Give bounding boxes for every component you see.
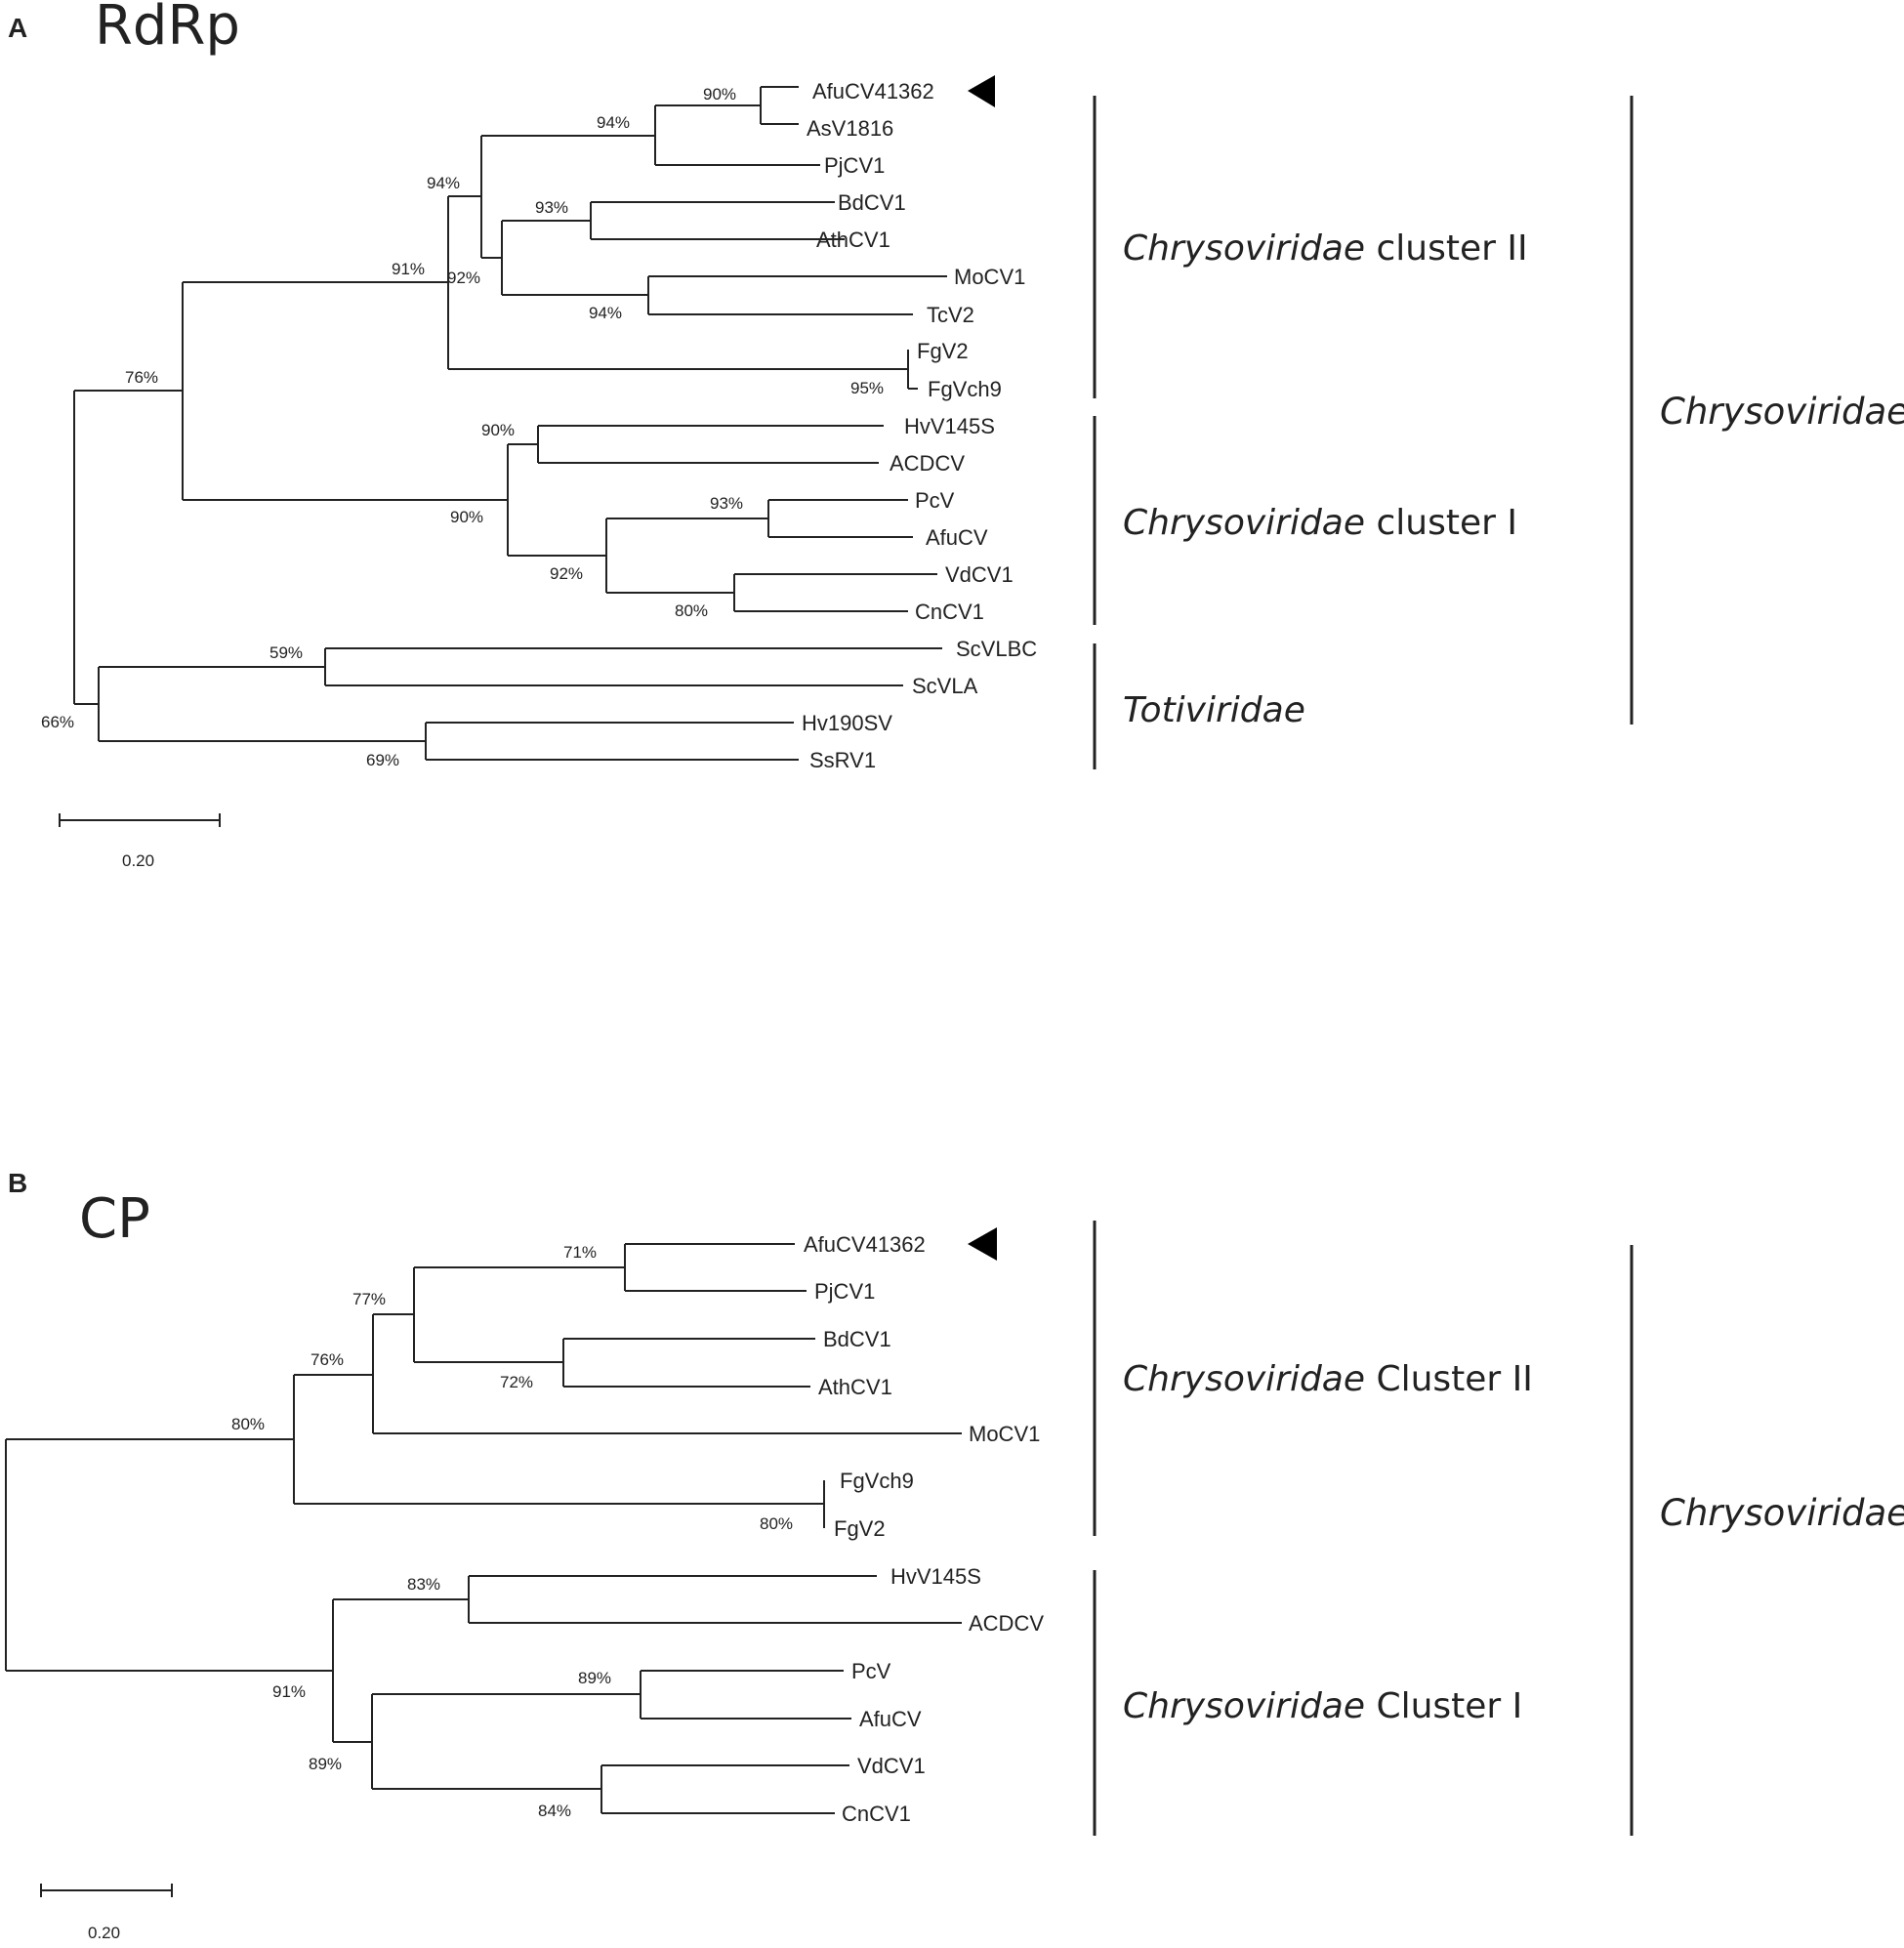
totiviridae-label: Totiviridae — [1123, 690, 1305, 730]
cluster-ii-family-name: Chrysoviridae — [1123, 1359, 1365, 1399]
panel-a-title: RdRp — [95, 0, 240, 58]
chrysoviridae-family-label: Chrysoviridae — [1660, 1492, 1904, 1534]
taxon-label: Hv190SV — [802, 711, 892, 735]
taxon-label: FgVch9 — [928, 377, 1002, 401]
taxon-label: AfuCV41362 — [804, 1232, 926, 1257]
cluster-ii-suffix: cluster II — [1365, 228, 1528, 269]
bootstrap-label: 84% — [538, 1802, 571, 1820]
bootstrap-label: 80% — [675, 601, 708, 620]
cluster-i-family-name: Chrysoviridae — [1123, 1686, 1365, 1726]
bootstrap-label: 71% — [563, 1243, 597, 1262]
panel-b: B CP — [5, 1168, 1904, 1942]
scale-bar-label: 0.20 — [122, 851, 154, 870]
bootstrap-label: 76% — [125, 368, 158, 387]
taxon-label: CnCV1 — [915, 600, 984, 624]
cluster-i-label: Chrysoviridae cluster I — [1123, 503, 1517, 543]
panel-b-tree-branches — [5, 1243, 962, 1814]
bootstrap-label: 72% — [500, 1373, 533, 1391]
taxon-label: FgV2 — [834, 1516, 886, 1541]
panel-b-clade-annotations: Chrysoviridae Cluster II Chrysoviridae C… — [1093, 1221, 1904, 1836]
taxon-label: SsRV1 — [809, 748, 876, 772]
bootstrap-label: 94% — [597, 113, 630, 132]
bootstrap-label: 83% — [407, 1575, 440, 1594]
panel-b-title: CP — [79, 1187, 150, 1251]
taxon-label: BdCV1 — [838, 190, 906, 215]
taxon-label: ScVLA — [912, 674, 978, 698]
bootstrap-label: 77% — [352, 1290, 386, 1308]
taxon-label: AfuCV — [926, 525, 988, 550]
taxon-label: MoCV1 — [954, 265, 1025, 289]
panel-a-scale-bar: 0.20 — [59, 813, 221, 870]
taxon-label: ScVLBC — [956, 637, 1037, 661]
panel-a-letter: A — [8, 13, 27, 43]
bootstrap-label: 92% — [447, 269, 480, 287]
bootstrap-label: 80% — [231, 1415, 265, 1433]
panel-b-scale-bar: 0.20 — [40, 1884, 173, 1942]
taxon-label: MoCV1 — [969, 1422, 1040, 1446]
black-left-pointing-triangle-icon — [968, 75, 995, 107]
bootstrap-label: 89% — [309, 1755, 342, 1773]
bootstrap-label: 89% — [578, 1669, 611, 1687]
cluster-ii-label: Chrysoviridae cluster II — [1123, 228, 1528, 269]
panel-b-taxon-labels: AfuCV41362 PjCV1 BdCV1 AthCV1 MoCV1 FgVc… — [804, 1232, 1044, 1826]
taxon-label: TcV2 — [927, 303, 974, 327]
cluster-ii-family-name: Chrysoviridae — [1123, 228, 1365, 269]
taxon-label: CnCV1 — [842, 1802, 911, 1826]
taxon-label: PjCV1 — [824, 153, 885, 178]
scale-bar-line — [59, 813, 221, 827]
cluster-i-label: Chrysoviridae Cluster I — [1123, 1686, 1522, 1726]
chrysoviridae-family-label: Chrysoviridae — [1660, 391, 1904, 433]
panel-a-clade-annotations: Chrysoviridae cluster II Chrysoviridae c… — [1093, 96, 1904, 769]
cluster-i-suffix: cluster I — [1365, 503, 1517, 543]
taxon-label: ACDCV — [969, 1611, 1044, 1636]
black-left-pointing-triangle-icon — [968, 1227, 997, 1261]
taxon-label: BdCV1 — [823, 1327, 891, 1351]
taxon-label: AsV1816 — [807, 116, 893, 141]
bootstrap-label: 93% — [535, 198, 568, 217]
panel-b-bootstrap-values: 71% 77% 72% 76% 80% 80% 83% 91% 89% 89% … — [231, 1243, 793, 1820]
panel-b-letter: B — [8, 1168, 27, 1198]
bootstrap-label: 91% — [272, 1682, 306, 1701]
panel-a-taxon-labels: AfuCV41362 AsV1816 PjCV1 BdCV1 AthCV1 Mo… — [802, 79, 1037, 772]
cluster-ii-suffix: Cluster II — [1365, 1359, 1533, 1399]
taxon-label: AthCV1 — [816, 228, 890, 252]
taxon-label: PcV — [851, 1659, 891, 1683]
bootstrap-label: 94% — [589, 304, 622, 322]
taxon-label: HvV145S — [890, 1564, 981, 1589]
bootstrap-label: 90% — [481, 421, 515, 439]
scale-bar-label: 0.20 — [88, 1924, 120, 1942]
taxon-label: ACDCV — [890, 451, 965, 476]
bootstrap-label: 93% — [710, 494, 743, 513]
panel-a-bootstrap-values: 90% 94% 94% 93% 94% 92% 95% 91% 90% 90% … — [41, 85, 884, 769]
taxon-label: PcV — [915, 488, 955, 513]
bootstrap-label: 66% — [41, 713, 74, 731]
taxon-label: AfuCV — [859, 1707, 922, 1731]
taxon-label: AfuCV41362 — [812, 79, 934, 104]
bootstrap-label: 59% — [269, 643, 303, 662]
panel-a: A RdRp — [8, 0, 1904, 870]
bootstrap-label: 92% — [550, 564, 583, 583]
bootstrap-label: 76% — [310, 1350, 344, 1369]
bootstrap-label: 80% — [760, 1514, 793, 1533]
cluster-ii-label: Chrysoviridae Cluster II — [1123, 1359, 1533, 1399]
taxon-label: VdCV1 — [857, 1754, 926, 1778]
bootstrap-label: 94% — [427, 174, 460, 192]
bootstrap-label: 90% — [703, 85, 736, 104]
taxon-label: FgVch9 — [840, 1469, 914, 1493]
bootstrap-label: 95% — [850, 379, 884, 397]
scale-bar-line — [40, 1884, 173, 1897]
taxon-label: FgV2 — [917, 339, 969, 363]
cluster-i-suffix: Cluster I — [1365, 1686, 1522, 1726]
taxon-label: AthCV1 — [818, 1375, 892, 1399]
taxon-label: HvV145S — [904, 414, 995, 438]
taxon-label: PjCV1 — [814, 1279, 875, 1304]
taxon-label: VdCV1 — [945, 562, 1014, 587]
cluster-i-family-name: Chrysoviridae — [1123, 503, 1365, 543]
panel-a-tree-branches — [73, 86, 947, 761]
bootstrap-label: 69% — [366, 751, 399, 769]
bootstrap-label: 90% — [450, 508, 483, 526]
bootstrap-label: 91% — [392, 260, 425, 278]
